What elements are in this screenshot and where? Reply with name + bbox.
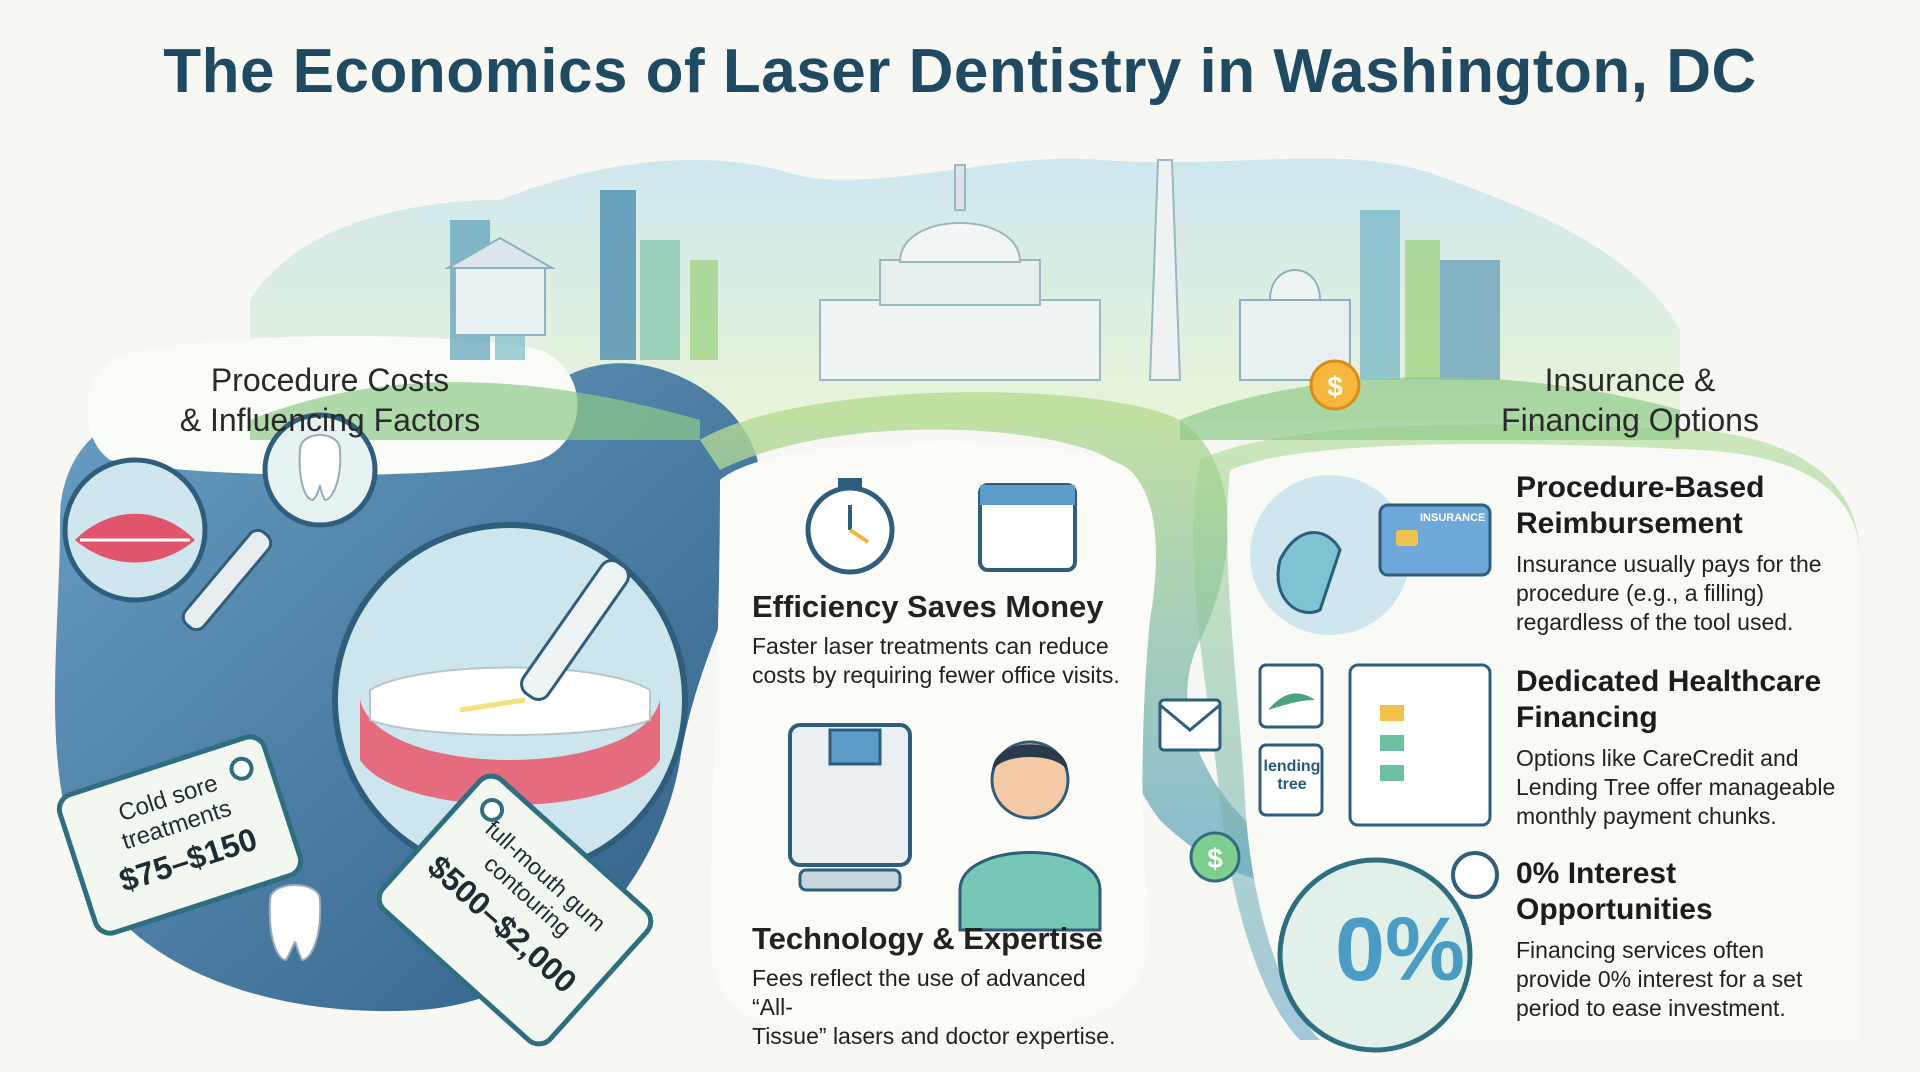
insurance-item-2: Dedicated Healthcare Financing Options l… bbox=[1516, 664, 1896, 831]
lending-logo-line2: tree bbox=[1277, 776, 1307, 793]
efficiency-heading: Efficiency Saves Money bbox=[752, 589, 1104, 624]
item3-text-line2: provide 0% interest for a set bbox=[1516, 966, 1803, 992]
procedure-costs-title: Procedure Costs & Influencing Factors bbox=[110, 360, 550, 440]
page-title: The Economics of Laser Dentistry in Wash… bbox=[163, 37, 1757, 106]
item3-heading-line2: Opportunities bbox=[1516, 893, 1713, 926]
item1-text-line1: Insurance usually pays for the bbox=[1516, 551, 1822, 577]
efficiency-text-line1: Faster laser treatments can reduce bbox=[752, 633, 1109, 659]
svg-text:$: $ bbox=[1327, 371, 1343, 402]
item3-text-line3: period to ease investment. bbox=[1516, 995, 1786, 1021]
efficiency-block: Efficiency Saves Money Faster laser trea… bbox=[752, 588, 1132, 690]
insurance-financing-title: Insurance & Financing Options bbox=[1430, 360, 1830, 440]
lending-tree-logo: lending tree bbox=[1262, 758, 1322, 794]
insurance-card-label: INSURANCE bbox=[1420, 512, 1486, 524]
item3-heading-line1: 0% Interest bbox=[1516, 857, 1677, 890]
procedure-costs-title-line1: Procedure Costs bbox=[210, 362, 450, 398]
efficiency-text-line2: costs by requiring fewer office visits. bbox=[752, 662, 1120, 688]
insurance-title-line1: Insurance & bbox=[1544, 362, 1716, 398]
insurance-item-3: 0% Interest Opportunities Financing serv… bbox=[1516, 856, 1876, 1023]
lending-logo-line1: lending bbox=[1263, 758, 1321, 775]
technology-text-line1: Fees reflect the use of advanced “All- bbox=[752, 965, 1086, 1020]
item1-text-line2: procedure (e.g., a filling) bbox=[1516, 580, 1765, 606]
item1-heading-line1: Procedure-Based bbox=[1516, 471, 1765, 504]
item2-text-line1: Options like CareCredit and bbox=[1516, 745, 1799, 771]
item2-text-line2: Lending Tree offer manageable bbox=[1516, 774, 1836, 800]
item1-text-line3: regardless of the tool used. bbox=[1516, 609, 1794, 635]
item1-heading-line2: Reimbursement bbox=[1516, 507, 1743, 540]
procedure-costs-title-line2: & Influencing Factors bbox=[179, 402, 481, 438]
item2-heading-line2: Financing bbox=[1516, 701, 1658, 734]
item2-heading-line1: Dedicated Healthcare bbox=[1516, 665, 1822, 698]
technology-heading: Technology & Expertise bbox=[752, 921, 1103, 956]
item2-text-line3: monthly payment chunks. bbox=[1516, 803, 1777, 829]
zero-percent-badge: 0% bbox=[1334, 900, 1466, 1000]
insurance-item-1: Procedure-Based Reimbursement Insurance … bbox=[1516, 470, 1876, 637]
svg-text:$: $ bbox=[1207, 843, 1223, 874]
insurance-title-line2: Financing Options bbox=[1501, 402, 1759, 438]
technology-block: Technology & Expertise Fees reflect the … bbox=[752, 920, 1132, 1051]
item3-text-line1: Financing services often bbox=[1516, 937, 1765, 963]
technology-text-line2: Tissue” lasers and doctor expertise. bbox=[752, 1023, 1116, 1049]
